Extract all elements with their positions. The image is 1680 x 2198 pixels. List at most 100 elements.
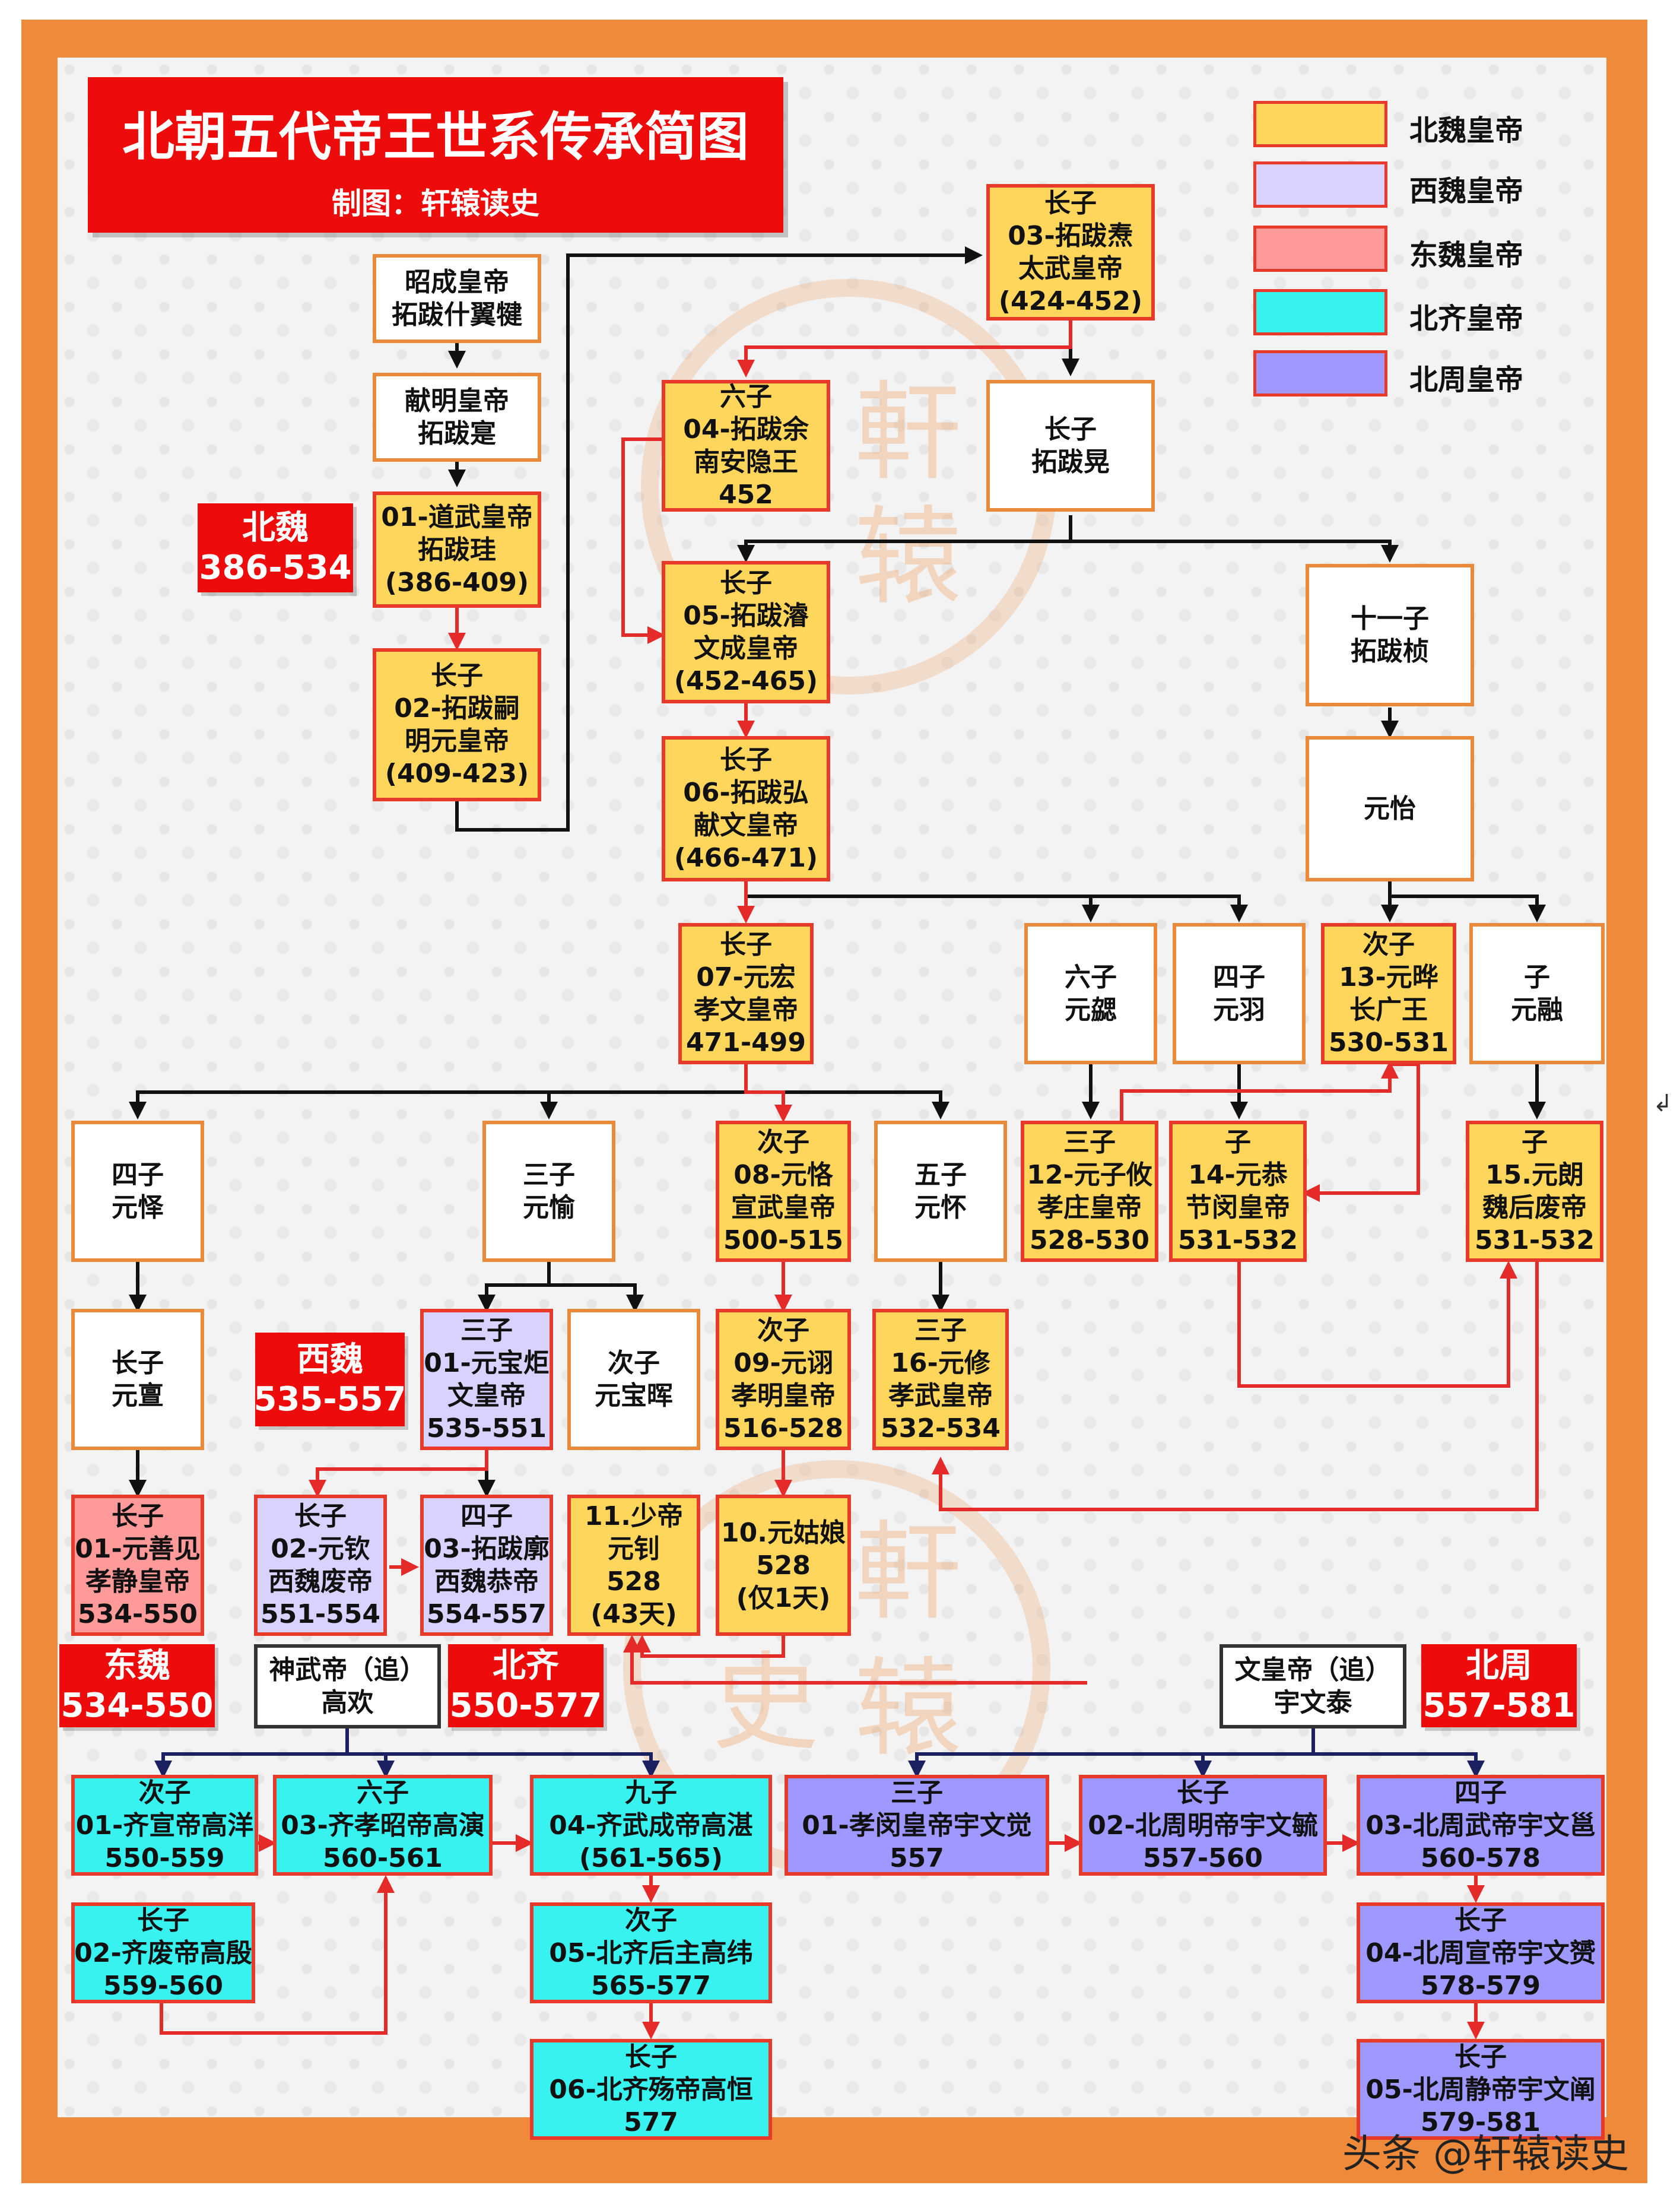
node-line: (424-452) [998,286,1143,316]
node-line: 拓跋珪 [418,534,496,565]
node-beiqi-02: 长子 02-齐废帝高殷 559-560 [71,1902,255,2003]
node-line: 03-北周武帝宇文邕 [1365,1810,1596,1841]
node-line: 元羽 [1213,995,1265,1025]
node-line: (561-565) [579,1842,723,1873]
node-line: 01-元善见 [75,1534,201,1564]
node-line: 六子 [720,382,772,412]
node-line: 10.元姑娘 [721,1517,846,1548]
node-beiqi-01: 次子 01-齐宣帝高洋 550-559 [71,1775,258,1876]
node-line: 560-561 [323,1842,443,1873]
node-line: 三子 [891,1777,943,1808]
node-emperor-02: 长子 02-拓跋嗣 明元皇帝 (409-423) [373,648,541,801]
dynasty-label-beiqi: 北齐 550-577 [448,1644,604,1727]
node-line: 531-532 [1475,1225,1595,1255]
node-line: 元宝晖 [595,1381,673,1411]
node-emperor-05: 长子 05-拓跋濬 文成皇帝 (452-465) [662,561,830,703]
dynasty-name: 北周 [1466,1646,1532,1685]
node-tuoba-zhen: 十一子 拓跋桢 [1306,564,1474,706]
node-line: 577 [624,2107,678,2137]
node-line: 长子 [431,661,483,691]
node-line: 500-515 [723,1225,843,1255]
node-line: 元怀 [914,1192,967,1223]
node-beizhou-02: 长子 02-北周明帝宇文毓 557-560 [1079,1775,1327,1876]
node-line: 长子 [137,1905,189,1936]
node-yuan-baohui: 次子 元宝晖 [567,1309,700,1450]
node-line: 03-齐孝昭帝高演 [281,1810,485,1841]
node-line: 子 [1524,962,1550,992]
legend-label-beiwei: 北魏皇帝 [1409,114,1524,147]
node-line: 三子 [461,1315,513,1346]
node-line: 次子 [757,1127,809,1157]
node-line: 12-元子攸 [1027,1160,1152,1190]
node-emperor-15: 子 15.元朗 魏后废帝 531-532 [1466,1121,1603,1262]
node-line: 长子 [1044,414,1097,445]
node-line: 长子 [112,1348,164,1378]
node-gao-huan: 神武帝（追） 高欢 [254,1644,441,1728]
node-yuan-rong: 子 元融 [1469,923,1605,1064]
dynasty-years: 534-550 [61,1686,214,1725]
node-xiwei-02: 长子 02-元钦 西魏废帝 551-554 [254,1495,387,1636]
node-line: 516-528 [723,1413,843,1444]
node-line: 551-554 [261,1599,380,1629]
node-line: 神武帝（追） [269,1655,426,1685]
dynasty-name: 西魏 [297,1340,363,1379]
node-line: 孝文皇帝 [694,995,798,1025]
node-line: 次子 [1363,930,1415,960]
node-line: 578-579 [1421,1970,1541,2001]
node-line: 03-拓跋焘 [1008,221,1133,251]
node-line: 次子 [608,1348,660,1378]
node-line: 四子 [1454,1777,1507,1808]
legend-swatch-beiqi [1253,289,1387,335]
node-beiqi-06: 长子 06-北齐殇帝高恒 577 [530,2039,772,2140]
footer-credit: 头条 @轩辕读史 [1342,2131,1629,2177]
node-xiwei-01: 三子 01-元宝炬 文皇帝 535-551 [420,1309,553,1450]
node-yuan-yi-4: 四子 元怿 [71,1121,204,1262]
node-line: 长子 [720,744,772,775]
node-line: 01-齐宣帝高洋 [75,1810,254,1841]
node-xiwei-03: 四子 03-拓跋廓 西魏恭帝 554-557 [420,1495,553,1636]
legend-label-beiqi: 北齐皇帝 [1409,302,1524,335]
node-beizhou-01: 三子 01-孝闵皇帝宇文觉 557 [785,1775,1049,1876]
dynasty-years: 557-581 [1422,1686,1576,1725]
node-line: 明元皇帝 [405,726,509,756]
node-line: 01-孝闵皇帝宇文觉 [802,1810,1032,1841]
dynasty-name: 北魏 [242,508,309,547]
node-line: 452 [719,480,773,510]
node-line: 08-元恪 [733,1160,833,1190]
node-emperor-08: 次子 08-元恪 宣武皇帝 500-515 [716,1121,851,1262]
legend-swatch-dongwei [1253,226,1387,272]
title-main: 北朝五代帝王世系传承简图 [122,106,749,167]
node-line: 五子 [914,1160,967,1190]
node-line: 05-北周静帝宇文阐 [1365,2074,1596,2105]
node-line: 南安隐王 [694,447,798,477]
node-line: 三子 [914,1315,967,1346]
node-line: 579-581 [1421,2107,1541,2137]
node-line: 02-元钦 [271,1534,370,1564]
node-line: 西魏恭帝 [434,1566,539,1597]
node-beiqi-05: 次子 05-北齐后主高纬 565-577 [530,1902,772,2003]
dynasty-name: 东魏 [104,1646,170,1685]
node-line: 文成皇帝 [694,633,798,664]
node-line: (466-471) [674,842,818,873]
node-line: 528 [756,1550,811,1581]
node-line: 02-北周明帝宇文毓 [1088,1810,1318,1841]
node-line: 子 [1225,1127,1251,1157]
node-line: 拓跋桢 [1351,636,1429,667]
dynasty-label-beizhou: 北周 557-581 [1421,1644,1577,1727]
node-line: 四子 [461,1501,513,1531]
legend-label-xiwei: 西魏皇帝 [1409,175,1524,208]
node-line: 535-551 [427,1413,547,1444]
node-line: 十一子 [1351,604,1429,634]
legend-label-beizhou: 北周皇帝 [1409,363,1524,397]
dynasty-label-xiwei: 西魏 535-557 [253,1333,406,1426]
node-line: 元勰 [1065,995,1117,1025]
node-line: 太武皇帝 [1018,253,1123,284]
node-line: 532-534 [881,1413,1001,1444]
node-tuoba-huang: 长子 拓跋晃 [986,380,1155,512]
node-line: 高欢 [321,1688,374,1718]
node-line: 557-560 [1143,1842,1263,1873]
node-line: 01-元宝炬 [424,1348,550,1378]
watermark-char: 辕 [855,1647,962,1771]
node-line: 565-577 [591,1970,711,2001]
node-line: 四子 [1213,962,1265,992]
